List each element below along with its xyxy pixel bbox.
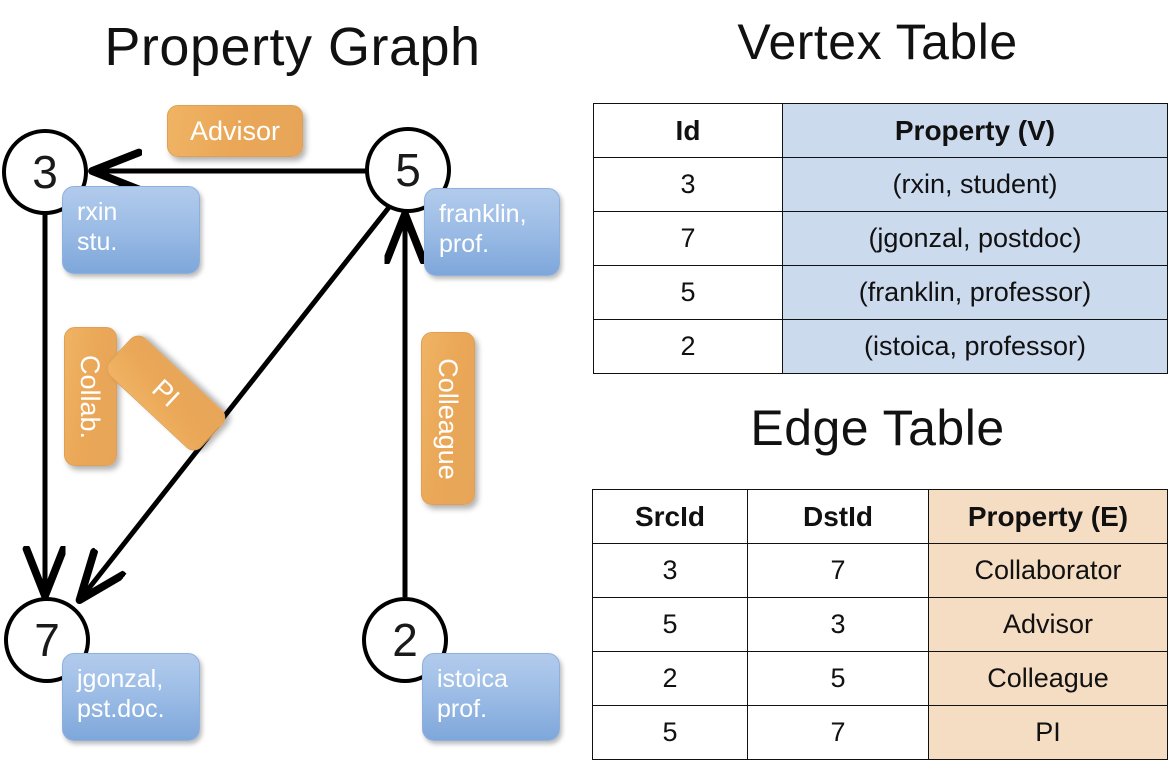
vertex-row-0-property: (rxin, student)	[782, 157, 1168, 212]
edge-row-1-property: Advisor	[928, 597, 1168, 652]
vertex-property-box-5: franklin, prof.	[424, 188, 560, 276]
vertex-table-header-id: Id	[593, 103, 783, 158]
edge-row-0-dstid: 7	[747, 543, 929, 598]
edge-label-box-colleague: Colleague	[421, 332, 475, 505]
vertex-row-1-property: (jgonzal, postdoc)	[782, 211, 1168, 266]
graph-node-7-label: 7	[34, 614, 60, 666]
vertex-row-2-property: (franklin, professor)	[782, 265, 1168, 320]
edge-table: SrcId DstId Property (E) 3 7 Collaborato…	[592, 489, 1168, 760]
edge-row-1-dstid: 3	[747, 597, 929, 652]
vertex-property-2-line2: prof.	[437, 695, 488, 723]
graph-node-5-label: 5	[395, 144, 421, 196]
page-title-edge-table: Edge Table	[750, 400, 1005, 456]
vertex-property-5-line1: franklin,	[439, 200, 527, 228]
edge-row-0-property: Collaborator	[928, 543, 1168, 598]
edge-table-header-srcid: SrcId	[592, 489, 748, 544]
graph-node-5[interactable]: 5	[365, 127, 451, 213]
table-row: 7 (jgonzal, postdoc)	[593, 211, 1168, 266]
table-header-row: Id Property (V)	[593, 103, 1168, 158]
vertex-property-2-line1: istoica	[437, 665, 508, 693]
vertex-row-3-id: 2	[593, 319, 783, 374]
vertex-property-3-line2: stu.	[77, 228, 118, 256]
table-row: 5 3 Advisor	[592, 597, 1168, 652]
vertex-row-0-id: 3	[593, 157, 783, 212]
table-header-row: SrcId DstId Property (E)	[592, 489, 1168, 544]
vertex-property-5-line2: prof.	[439, 230, 490, 258]
property-graph-diagram: 3 5 7 2 rxin stu. franklin, prof. jgonza…	[0, 0, 585, 760]
vertex-table-header-property: Property (V)	[782, 103, 1168, 158]
table-row: 3 (rxin, student)	[593, 157, 1168, 212]
vertex-row-1-id: 7	[593, 211, 783, 266]
vertex-property-3-line1: rxin	[77, 198, 118, 226]
vertex-property-box-3: rxin stu.	[62, 186, 200, 274]
edge-label-box-collab: Collab.	[64, 327, 117, 466]
graph-edge-arrows	[0, 0, 585, 760]
table-row: 5 (franklin, professor)	[593, 265, 1168, 320]
vertex-property-7-line2: pst.doc.	[77, 695, 165, 723]
table-row: 2 5 Colleague	[592, 651, 1168, 706]
graph-node-2[interactable]: 2	[362, 597, 448, 683]
edge-label-colleague: Colleague	[433, 357, 463, 480]
edge-arrow-pi	[82, 204, 392, 597]
graph-node-2-label: 2	[392, 614, 418, 666]
edge-table-header-dstid: DstId	[747, 489, 929, 544]
vertex-property-box-2: istoica prof.	[422, 653, 560, 741]
edge-row-3-srcid: 5	[592, 705, 748, 760]
edge-row-1-srcid: 5	[592, 597, 748, 652]
edge-row-3-property: PI	[928, 705, 1168, 760]
vertex-property-box-7: jgonzal, pst.doc.	[62, 653, 200, 741]
edge-row-3-dstid: 7	[747, 705, 929, 760]
page-title-vertex-table: Vertex Table	[737, 14, 1018, 70]
graph-node-3-label: 3	[32, 146, 58, 198]
edge-label-pi: PI	[146, 373, 186, 413]
edge-label-advisor: Advisor	[189, 116, 281, 146]
edge-table-header-property: Property (E)	[928, 489, 1168, 544]
vertex-row-2-id: 5	[593, 265, 783, 320]
edge-label-collab: Collab.	[75, 354, 106, 439]
table-row: 3 7 Collaborator	[592, 543, 1168, 598]
edge-row-2-dstid: 5	[747, 651, 929, 706]
edge-row-0-srcid: 3	[592, 543, 748, 598]
page-title-property-graph: Property Graph	[104, 17, 481, 77]
edge-row-2-property: Colleague	[928, 651, 1168, 706]
vertex-property-7-line1: jgonzal,	[77, 665, 164, 693]
vertex-row-3-property: (istoica, professor)	[782, 319, 1168, 374]
edge-row-2-srcid: 2	[592, 651, 748, 706]
vertex-table: Id Property (V) 3 (rxin, student) 7 (jgo…	[593, 103, 1168, 374]
table-row: 2 (istoica, professor)	[593, 319, 1168, 374]
edge-label-box-advisor: Advisor	[167, 105, 303, 157]
table-row: 5 7 PI	[592, 705, 1168, 760]
